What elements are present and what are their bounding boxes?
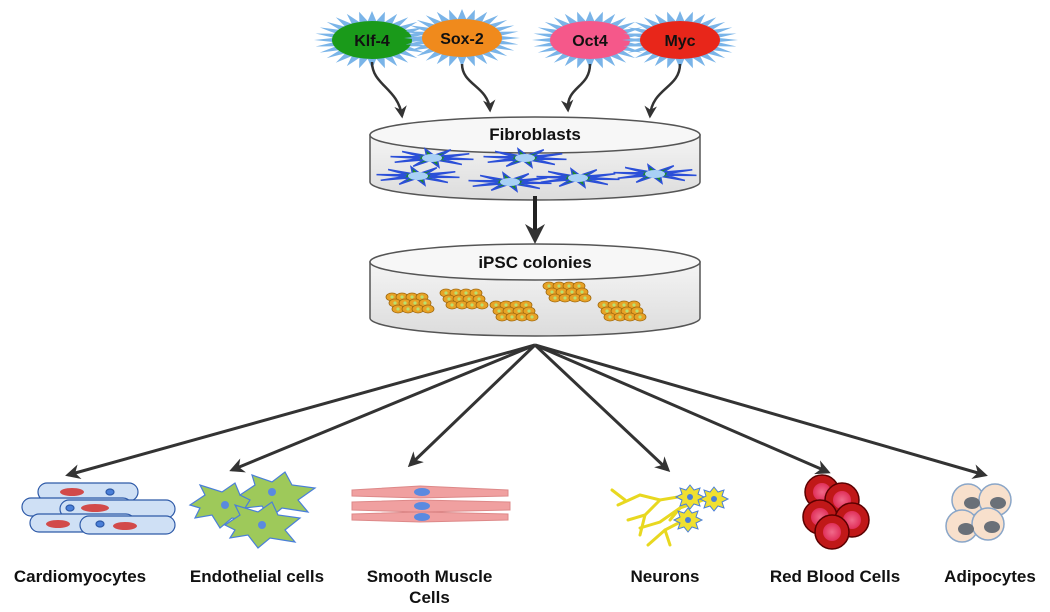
factor-klf-4: Klf-4 [314,11,430,69]
ipsc-colony [439,288,489,310]
ipsc-colony [597,300,647,322]
fibroblast-cell [376,165,460,187]
label-cardiomyocytes: Cardiomyocytes [13,567,147,586]
fibroblast-cell [536,167,620,189]
fibroblast-cell [468,171,552,193]
factor-oct4: Oct4 [532,11,648,69]
factor-myc: Myc [622,11,738,69]
fibroblast-cell [483,147,567,169]
factor-label: Sox-2 [440,31,484,48]
smooth-muscle-illustration [351,485,511,523]
rbc-illustration [802,474,870,550]
factor-label: Klf-4 [354,33,390,50]
ipsc-colonies [385,281,647,322]
differentiation-arrows [65,343,988,480]
factor-arrows [370,61,682,119]
ipsc-dish: iPSC colonies [369,243,701,337]
label-endothelial: Endothelial cells [189,567,325,586]
endothelial-illustration [188,471,317,549]
factor-sox-2: Sox-2 [404,9,520,67]
fibroblast-cell [390,147,474,169]
label-neurons: Neurons [630,567,700,586]
label-rbc: Red Blood Cells [769,567,901,586]
ipsc-colony [385,292,435,314]
factor-label: Myc [664,33,695,50]
adipocytes-illustration [945,483,1012,543]
ipsc-colony [542,281,592,303]
fibroblast-cells [376,147,697,193]
factors-layer: Klf-4 Sox-2 Oct4 Myc [314,9,738,69]
fibroblasts-label: Fibroblasts [489,125,581,144]
fibroblast-dish: Fibroblasts [369,116,701,201]
neuron-bodies [672,484,730,533]
ipsc-colony [489,300,539,322]
factor-label: Oct4 [572,33,608,50]
ipsc-label: iPSC colonies [478,253,591,272]
fibroblast-cell [613,163,697,185]
label-smooth-muscle: Smooth Muscle Cells [366,567,493,607]
cardiomyocytes-illustration [21,482,176,535]
label-adipocytes: Adipocytes [944,567,1036,586]
